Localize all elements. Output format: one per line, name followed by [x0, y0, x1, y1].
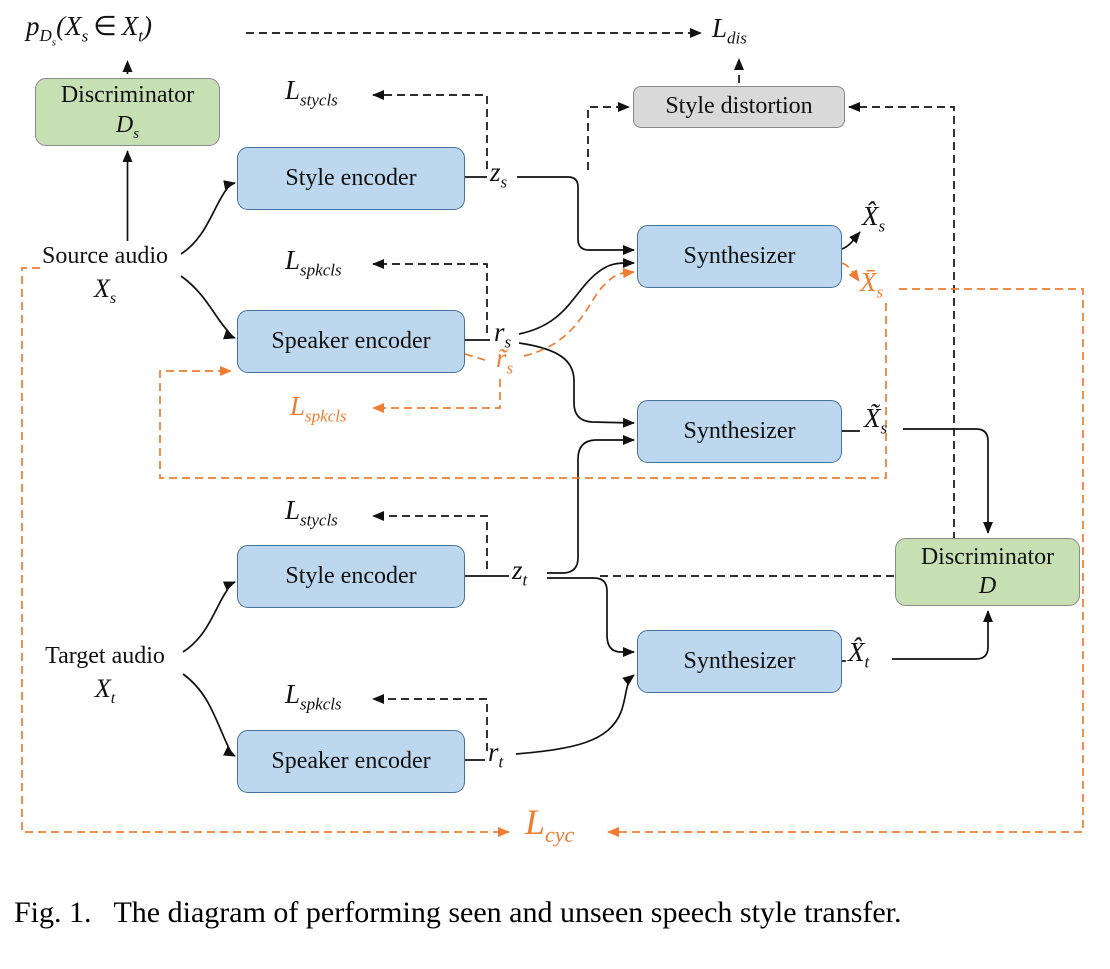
- figure-caption: Fig. 1. The diagram of performing seen a…: [14, 896, 902, 929]
- target-audio-text: Target audio: [45, 643, 165, 669]
- box-label-symbol: Ds: [115, 111, 140, 142]
- discriminator-source-box: Discriminator Ds: [35, 78, 220, 146]
- arrow-rs-to-synthesizer-1: [518, 257, 635, 335]
- box-label: Style encoder: [285, 164, 417, 191]
- arrow-zs-to-synthesizer-1: [517, 176, 635, 255]
- box-label: Speaker encoder: [271, 327, 431, 354]
- arrow-xhat-t-to-discriminator: [892, 610, 993, 660]
- arrow-zs-to-style-distortion: [587, 102, 630, 170]
- label-r-t: rt: [488, 737, 504, 772]
- arrow-target-to-style-encoder: [182, 581, 236, 653]
- arrow-synthesizer-1-to-xbar-s: [841, 262, 860, 282]
- label-x-tilde-s: X̃s: [864, 403, 888, 438]
- target-audio-symbol: Xt: [94, 674, 116, 708]
- box-label: Discriminator: [60, 82, 195, 109]
- synthesizer-1-box: Synthesizer: [637, 225, 842, 288]
- label-l-dis: Ldis: [712, 13, 747, 48]
- line-speaker-encoder-to-rtilde-s: [464, 353, 489, 362]
- arrow-rtilde-s-to-synthesizer-1: [523, 268, 635, 357]
- arrow-source-to-l-cyc: [21, 267, 510, 837]
- speaker-encoder-target-box: Speaker encoder: [237, 730, 465, 793]
- synthesizer-3-box: Synthesizer: [637, 630, 842, 693]
- label-r-tilde-s: r̃s: [496, 343, 514, 378]
- synthesizer-2-box: Synthesizer: [637, 400, 842, 463]
- box-label: Speaker encoder: [271, 747, 431, 774]
- arrow-rt-to-synthesizer-3: [515, 674, 635, 755]
- arrow-xtilde-s-to-discriminator: [903, 428, 993, 534]
- box-label: Style encoder: [285, 562, 417, 589]
- label-l-stycls-top: Lstycls: [285, 75, 338, 110]
- box-label: Synthesizer: [683, 417, 796, 444]
- arrow-zt-to-synthesizer-3: [547, 577, 635, 657]
- style-distortion-box: Style distortion: [633, 86, 845, 128]
- box-label: Style distortion: [665, 93, 813, 120]
- dashed-black-arrows: [122, 28, 955, 751]
- box-label: Discriminator: [920, 543, 1055, 570]
- label-z-t: zt: [512, 555, 528, 590]
- label-p-expression: pDs(Xs∈Xt): [26, 11, 152, 49]
- arrow-zt-to-synthesizer-2: [547, 435, 635, 574]
- label-x-hat-s: X̂s: [862, 201, 886, 236]
- dashed-orange-arrows: [21, 262, 1084, 837]
- label-x-hat-t: X̂t: [848, 637, 870, 672]
- arrow-target-to-speaker-encoder: [182, 673, 236, 757]
- arrow-source-to-speaker-encoder: [180, 275, 236, 340]
- arrow-xbar-s-to-l-cyc: [607, 288, 1084, 837]
- arrow-xbar-s-to-speaker-encoder: [159, 303, 887, 479]
- box-label: Synthesizer: [683, 647, 796, 674]
- box-label: Synthesizer: [683, 242, 796, 269]
- label-source-audio: Source audio Xs: [30, 241, 180, 310]
- speaker-encoder-source-box: Speaker encoder: [237, 310, 465, 373]
- source-audio-text: Source audio: [42, 243, 168, 269]
- source-audio-symbol: Xs: [93, 274, 117, 308]
- arrow-zt-to-style-distortion: [600, 102, 955, 577]
- arrow-synthesizer-1-to-xhat-s: [841, 231, 861, 250]
- label-l-spkcls-orange: Lspkcls: [290, 391, 347, 426]
- arrow-rs-to-l-spkcls: [372, 259, 488, 333]
- label-l-cyc: Lcyc: [525, 802, 575, 848]
- arrow-zt-to-l-stycls: [372, 511, 488, 569]
- arrow-rt-to-l-spkcls: [372, 694, 488, 751]
- arrow-zs-to-l-stycls: [372, 90, 488, 169]
- label-target-audio: Target audio Xt: [30, 641, 180, 710]
- label-x-bar-s: X̄s: [860, 267, 884, 302]
- arrow-rtilde-s-to-l-spkcls-orange: [372, 379, 501, 413]
- label-l-spkcls-bottom: Lspkcls: [285, 679, 342, 714]
- label-l-spkcls-top: Lspkcls: [285, 245, 342, 280]
- arrow-rs-to-synthesizer-2: [518, 342, 635, 428]
- solid-black-arrows: [122, 150, 993, 761]
- label-z-s: zs: [490, 157, 508, 192]
- style-encoder-source-box: Style encoder: [237, 147, 465, 210]
- label-l-stycls-bottom: Lstycls: [285, 495, 338, 530]
- box-label-symbol: D: [978, 573, 997, 599]
- discriminator-box: Discriminator D: [895, 538, 1080, 606]
- style-encoder-target-box: Style encoder: [237, 545, 465, 608]
- arrow-source-to-style-encoder: [180, 180, 236, 255]
- label-r-s: rs: [494, 317, 512, 352]
